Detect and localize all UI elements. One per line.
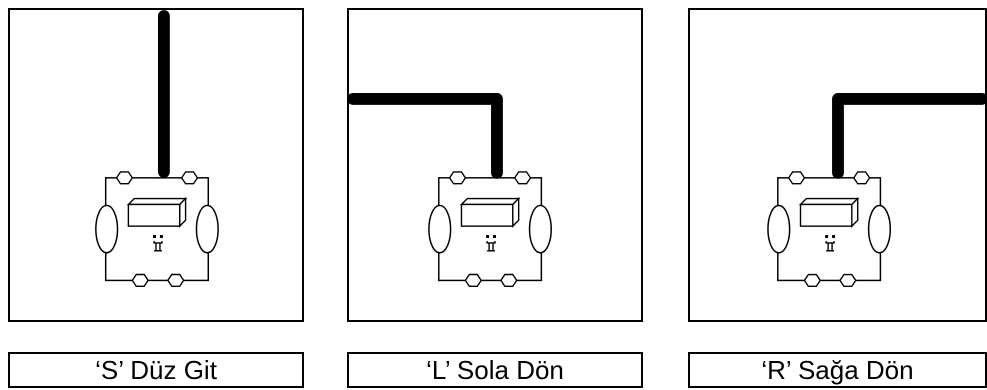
track-line (349, 92, 503, 179)
caption-left: ‘L’ Sola Dön (347, 352, 643, 388)
sensor-icon (825, 235, 836, 252)
sensor-icon (153, 235, 163, 252)
track-line (832, 92, 985, 179)
panel-left (347, 8, 643, 322)
diagram-right (767, 92, 985, 288)
robot-icon (95, 171, 219, 288)
caption-straight: ‘S’ Düz Git (8, 352, 304, 388)
robot-icon (428, 171, 552, 288)
diagram-straight (95, 10, 219, 288)
robot-icon (767, 171, 892, 288)
sensor-icon (486, 235, 496, 252)
caption-right: ‘R’ Sağa Dön (688, 352, 987, 388)
panel-straight (8, 8, 304, 322)
panel-right (688, 8, 987, 322)
diagram-left (349, 92, 552, 288)
